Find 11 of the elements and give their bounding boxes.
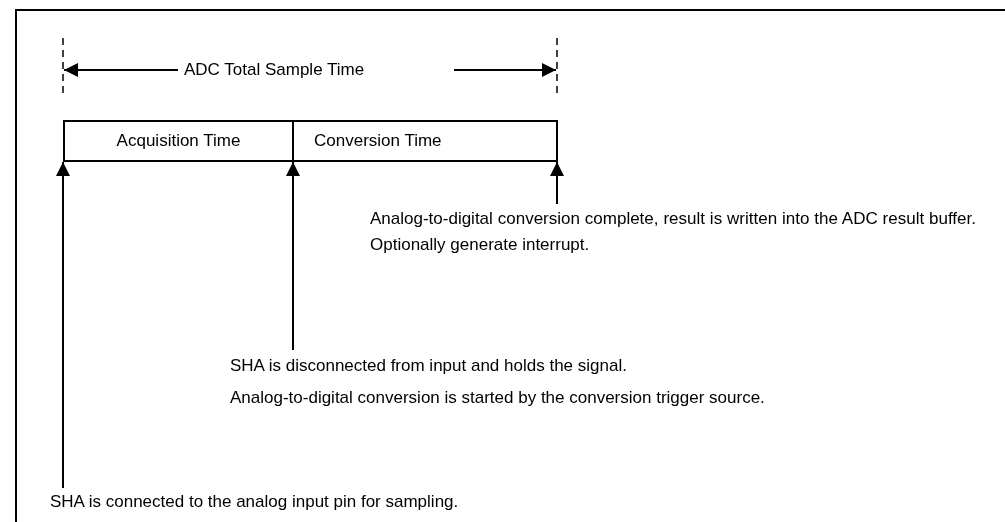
time-segment xyxy=(292,120,558,162)
annotation-text: Analog-to-digital conversion is started by the conversion trigger source. xyxy=(230,386,766,409)
annotation-text: SHA is connected to the analog input pin for sampling. xyxy=(50,491,460,513)
segment-label: Acquisition Time xyxy=(116,131,241,151)
time-segment xyxy=(63,120,294,162)
arrow xyxy=(56,161,70,489)
segment-label: Conversion Time xyxy=(314,131,442,151)
arrow xyxy=(550,161,564,205)
annotation-text: SHA is disconnected from input and holds the signal. xyxy=(230,355,628,377)
arrow xyxy=(286,161,300,351)
annotation-text: Analog-to-digital conversion complete, result is written into the ADC result buffer. Optionally generate interrupt. xyxy=(370,208,976,257)
